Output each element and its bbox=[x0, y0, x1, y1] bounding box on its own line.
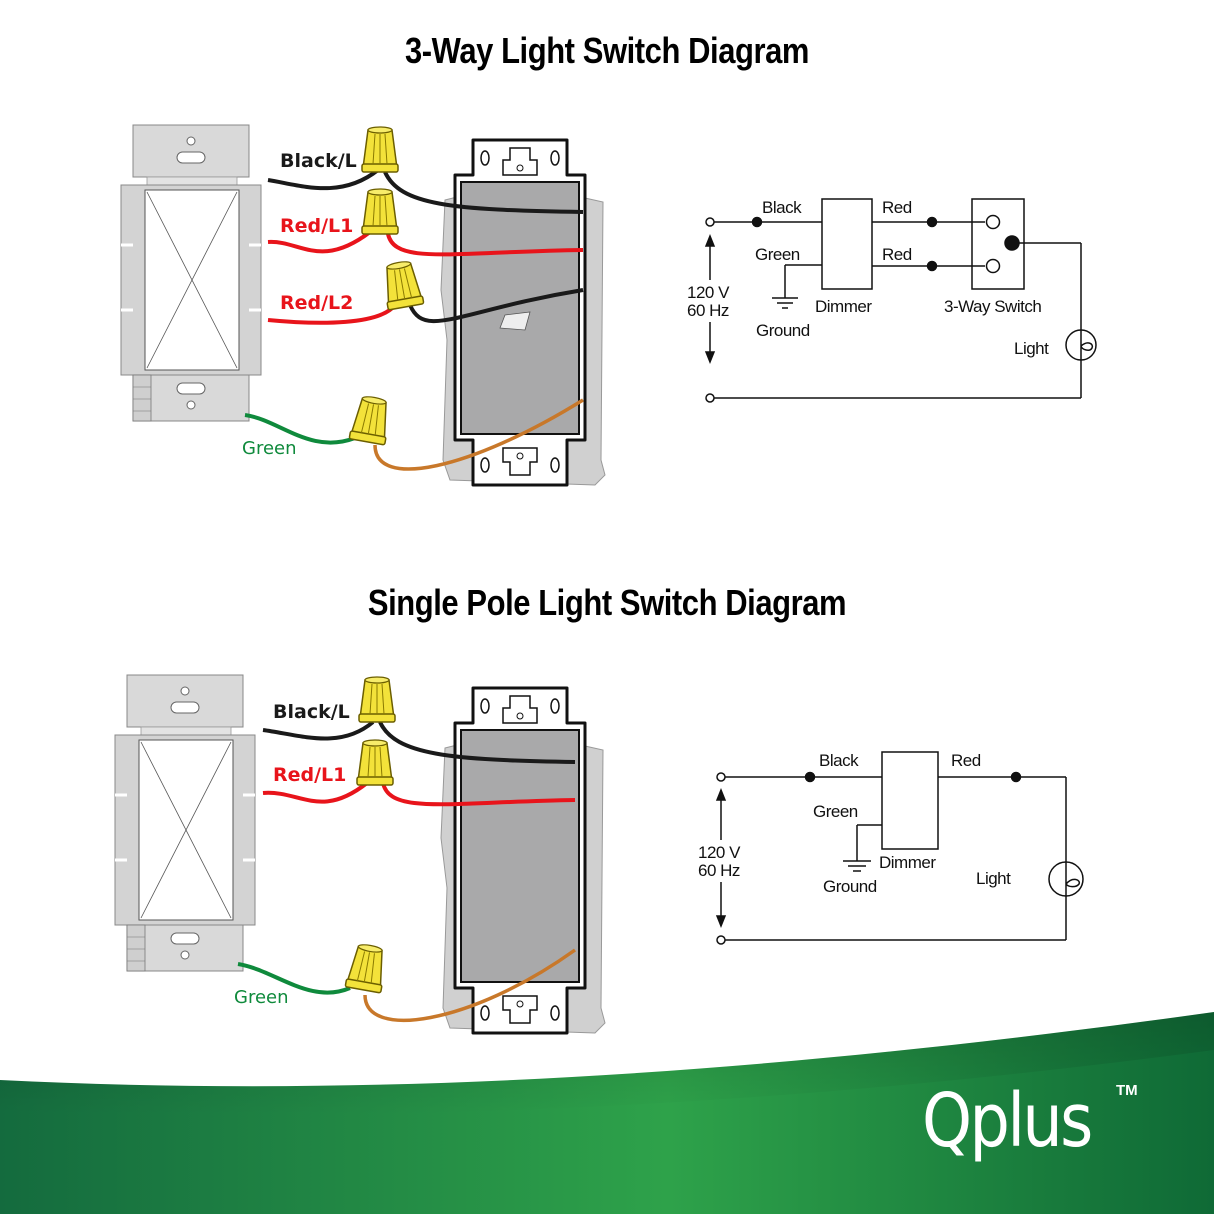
wire-connector bbox=[358, 676, 396, 723]
wire-connector bbox=[344, 941, 390, 994]
footer-band-shade bbox=[0, 1012, 1214, 1115]
dimmer-device-3way bbox=[119, 123, 263, 423]
label-black-l: Black/L bbox=[280, 150, 357, 172]
wire-tape bbox=[499, 311, 531, 331]
dimmer-device-single bbox=[113, 673, 257, 973]
label-ground: Ground bbox=[756, 321, 810, 340]
wire-connector bbox=[379, 258, 425, 311]
single-pole-title: Single Pole Light Switch Diagram bbox=[367, 582, 847, 623]
red-l1-wire-box bbox=[381, 782, 576, 807]
label-light: Light bbox=[1014, 339, 1049, 358]
qplus-logo: Qplus bbox=[922, 1078, 1093, 1164]
black-wire bbox=[262, 720, 375, 741]
label-red-l1: Red/L1 bbox=[273, 764, 346, 786]
label-dimmer: Dimmer bbox=[815, 297, 872, 316]
bare-ground-wire bbox=[363, 948, 577, 1022]
label-red: Red bbox=[882, 245, 912, 264]
red-l1-wire bbox=[262, 781, 369, 804]
red-l1-wire bbox=[267, 230, 372, 254]
label-ground: Ground bbox=[823, 877, 877, 896]
wire-connector bbox=[361, 188, 399, 235]
label-dimmer: Dimmer bbox=[879, 853, 936, 872]
black-wire-box bbox=[378, 721, 576, 764]
label-voltage: 120 V bbox=[687, 283, 730, 302]
wire-connector bbox=[361, 126, 399, 173]
black-traveler-wire bbox=[408, 288, 584, 324]
label-green: Green bbox=[755, 245, 800, 264]
label-green: Green bbox=[242, 438, 297, 459]
label-green: Green bbox=[813, 802, 858, 821]
label-frequency: 60 Hz bbox=[687, 301, 729, 320]
red-l2-wire bbox=[267, 303, 397, 325]
three-way-schematic bbox=[704, 198, 1097, 403]
label-red: Red bbox=[951, 751, 981, 770]
black-wire-box bbox=[383, 171, 584, 214]
terminal-hot bbox=[705, 217, 715, 227]
black-wire bbox=[267, 168, 380, 191]
green-ground-wire bbox=[244, 413, 356, 445]
three-way-schematic-labels: Black Green Red Red 120 V 60 Hz Dimmer G… bbox=[687, 198, 1050, 358]
label-red-l1: Red/L1 bbox=[280, 215, 353, 237]
label-voltage: 120 V bbox=[698, 843, 741, 862]
label-black-l: Black/L bbox=[273, 701, 350, 723]
three-way-switch-box bbox=[971, 198, 1025, 290]
three-way-wiring-illustration: Black/L Red/L1 Red/L2 Green bbox=[119, 123, 607, 487]
wire-connector bbox=[356, 739, 394, 786]
label-light: Light bbox=[976, 869, 1011, 888]
red-l1-wire-box bbox=[386, 233, 584, 257]
green-ground-wire bbox=[237, 962, 351, 995]
wire-connector bbox=[348, 393, 394, 446]
terminal-neutral bbox=[705, 393, 715, 403]
label-green: Green bbox=[234, 987, 289, 1008]
label-black: Black bbox=[762, 198, 802, 217]
label-red-l2: Red/L2 bbox=[280, 292, 353, 314]
terminal-hot bbox=[716, 772, 726, 782]
label-red: Red bbox=[882, 198, 912, 217]
label-3way-switch: 3-Way Switch bbox=[944, 297, 1041, 316]
dimmer-box bbox=[821, 198, 873, 290]
junction-dot bbox=[751, 216, 763, 228]
terminal-neutral bbox=[716, 935, 726, 945]
single-pole-schematic-labels: Black Green Red 120 V 60 Hz Dimmer Groun… bbox=[698, 751, 1012, 896]
trademark-mark: TM bbox=[1116, 1082, 1138, 1099]
label-frequency: 60 Hz bbox=[698, 861, 740, 880]
single-pole-schematic bbox=[715, 751, 1084, 945]
single-pole-wiring-illustration: Black/L Red/L1 Green bbox=[113, 673, 607, 1035]
three-way-title: 3-Way Light Switch Diagram bbox=[405, 30, 809, 71]
bare-ground-wire bbox=[373, 398, 584, 471]
dimmer-box bbox=[881, 751, 939, 850]
label-black: Black bbox=[819, 751, 859, 770]
